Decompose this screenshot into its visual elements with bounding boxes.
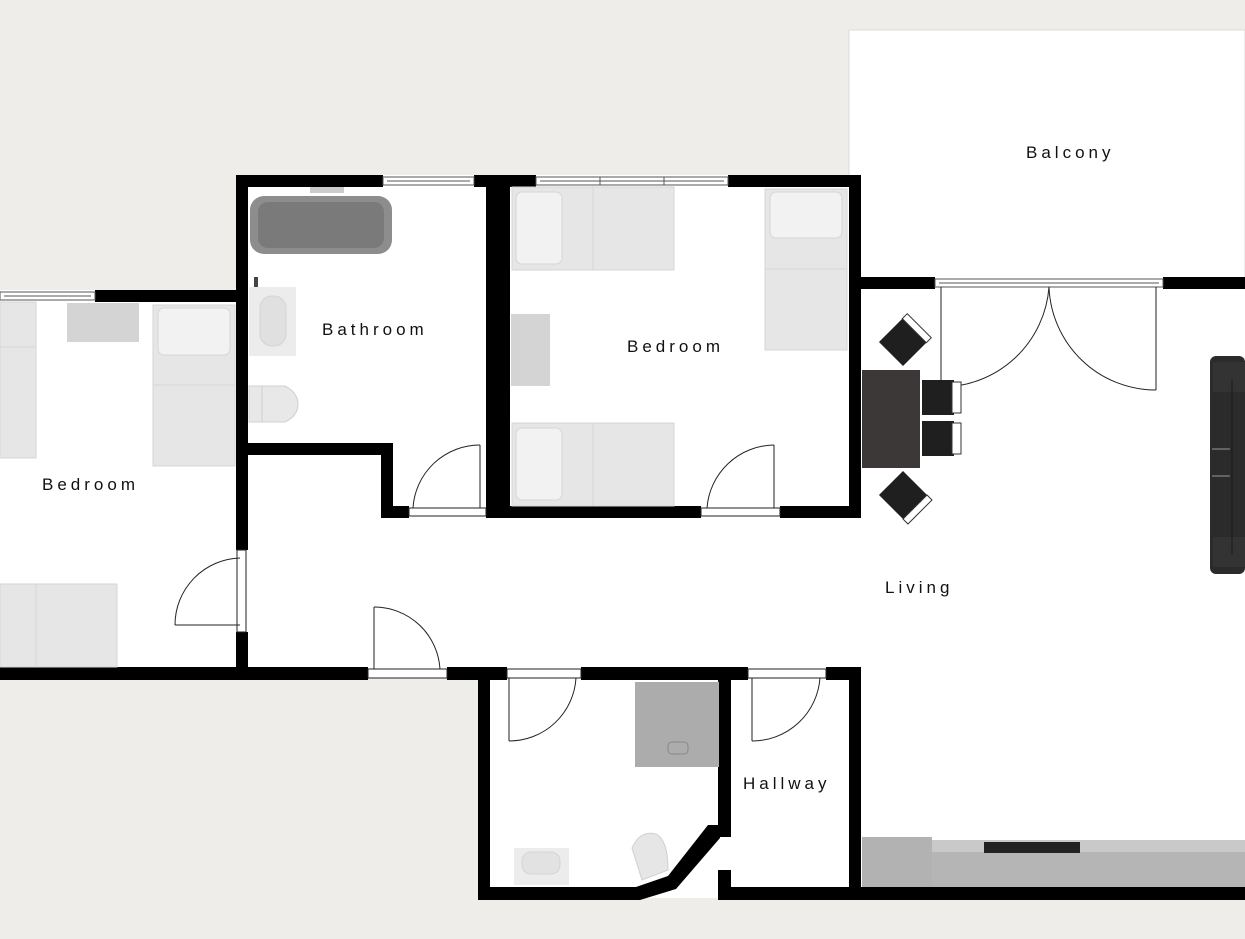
windows — [0, 176, 1164, 301]
room-label-bedroom-center: Bedroom — [627, 337, 724, 356]
kitchen-counter — [862, 837, 1245, 887]
bed — [0, 301, 37, 459]
room-label-bedroom-left: Bedroom — [42, 475, 139, 494]
door-bedroom-left[interactable] — [174, 549, 247, 633]
door-bedroom-center[interactable] — [700, 444, 781, 517]
sofa — [1210, 356, 1245, 574]
room-label-living: Living — [885, 578, 954, 597]
balcony-floor — [848, 29, 1245, 281]
bathroom-toilet — [248, 385, 299, 423]
dining-chair — [922, 380, 962, 415]
bedroom-left-furniture — [0, 301, 236, 668]
living-furniture — [862, 313, 1245, 887]
wc-toilet — [631, 832, 669, 881]
walls — [0, 175, 1245, 900]
room-label-hallway: Hallway — [743, 774, 831, 793]
bedroom-center-furniture — [511, 186, 848, 507]
door-balcony-double[interactable] — [940, 286, 1157, 391]
room-label-balcony: Balcony — [1026, 143, 1115, 162]
door-bathroom[interactable] — [408, 444, 487, 517]
door-wc[interactable] — [506, 668, 582, 742]
wc-fixtures — [514, 682, 719, 885]
hallway-floor — [720, 668, 860, 898]
desk — [67, 303, 139, 342]
dining-table — [862, 370, 920, 468]
room-label-bathroom: Bathroom — [322, 320, 428, 339]
door-hallway[interactable] — [747, 668, 827, 742]
dining-chair — [878, 470, 933, 525]
door-corridor-bottom[interactable] — [367, 606, 448, 679]
shower — [635, 682, 719, 767]
dining-chair — [922, 421, 962, 456]
dining-chair — [878, 313, 932, 367]
cooktop — [984, 842, 1080, 853]
bed — [0, 583, 118, 668]
bathroom-fixtures — [248, 187, 392, 423]
desk — [511, 314, 550, 386]
doors — [174, 286, 1157, 742]
